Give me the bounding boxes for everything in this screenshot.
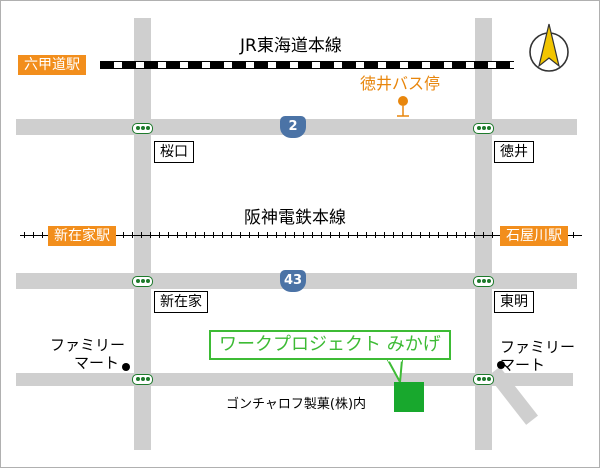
rail-tick [474,232,475,238]
rail-tick [402,232,403,238]
traffic-signal-icon [132,123,153,134]
intersection-shin-zaike: 新在家 [154,291,208,313]
rail-tick [294,232,295,238]
rail-tick [375,232,376,238]
rail-tick [186,232,187,238]
rail-tick [312,232,313,238]
rail-tick [141,232,142,238]
family-mart-right-line1: ファミリー [500,338,576,356]
rail-tick [303,232,304,238]
rail-tick [393,232,394,238]
rail-tick [150,232,151,238]
rail-tick [177,232,178,238]
bus-stop-icon [397,96,409,117]
rail-tick [24,232,25,238]
north-arrow-icon [529,23,569,72]
rail-tick [240,232,241,238]
rail-tick [321,232,322,238]
rail-tick [267,232,268,238]
rail-tick [384,232,385,238]
family-mart-right-marker [497,361,505,369]
station-ishiyagawa: 石屋川駅 [500,226,568,246]
rail-tick [132,232,133,238]
hanshin-line-label: 阪神電鉄本線 [244,208,346,228]
rail-tick [195,232,196,238]
rail-tick [339,232,340,238]
destination-pointer [386,360,404,386]
rail-tick [447,232,448,238]
hanshin-rail-track [20,235,582,236]
family-mart-right-line2: マート [500,356,546,374]
rail-tick [420,232,421,238]
rail-tick [168,232,169,238]
family-mart-left-line2: マート [74,354,120,372]
rail-tick [456,232,457,238]
rail-tick [213,232,214,238]
destination-marker [394,382,424,412]
route-sign-icon-2: 2 [280,116,306,138]
rail-tick [483,232,484,238]
rail-tick [258,232,259,238]
rail-tick [357,232,358,238]
station-rokko-michi: 六甲道駅 [18,55,86,75]
rail-tick [330,232,331,238]
family-mart-left-line1: ファミリー [50,336,126,354]
rail-tick [231,232,232,238]
rail-tick [222,232,223,238]
intersection-higashi-akashi: 東明 [494,291,534,313]
rail-tick [411,232,412,238]
traffic-signal-icon [473,123,494,134]
rail-tick [429,232,430,238]
rail-tick [249,232,250,238]
family-mart-left-marker [122,363,130,371]
rail-tick [438,232,439,238]
rail-tick [366,232,367,238]
jr-rail-track [100,61,514,69]
intersection-sakuraguchi: 桜口 [154,141,194,163]
rail-tick [465,232,466,238]
rail-tick [492,232,493,238]
rail-tick [348,232,349,238]
rail-tick [573,232,574,238]
route-sign-icon-43: 43 [280,270,306,292]
road-south [16,373,573,386]
rail-tick [123,232,124,238]
destination-label: ワークプロジェクト みかげ [209,330,451,360]
station-shin-zaike: 新在家駅 [48,226,116,246]
rail-tick [42,232,43,238]
jr-line-label: JR東海道本線 [240,36,342,56]
traffic-signal-icon [132,276,153,287]
traffic-signal-icon [473,374,494,385]
gonchaloff-label: ゴンチャロフ製菓(株)内 [226,397,367,412]
traffic-signal-icon [132,374,153,385]
intersection-tokui: 徳井 [494,141,534,163]
traffic-signal-icon [473,276,494,287]
rail-tick [276,232,277,238]
rail-tick [159,232,160,238]
bus-stop-label: 徳井バス停 [360,74,441,93]
rail-tick [204,232,205,238]
rail-tick [285,232,286,238]
rail-tick [33,232,34,238]
